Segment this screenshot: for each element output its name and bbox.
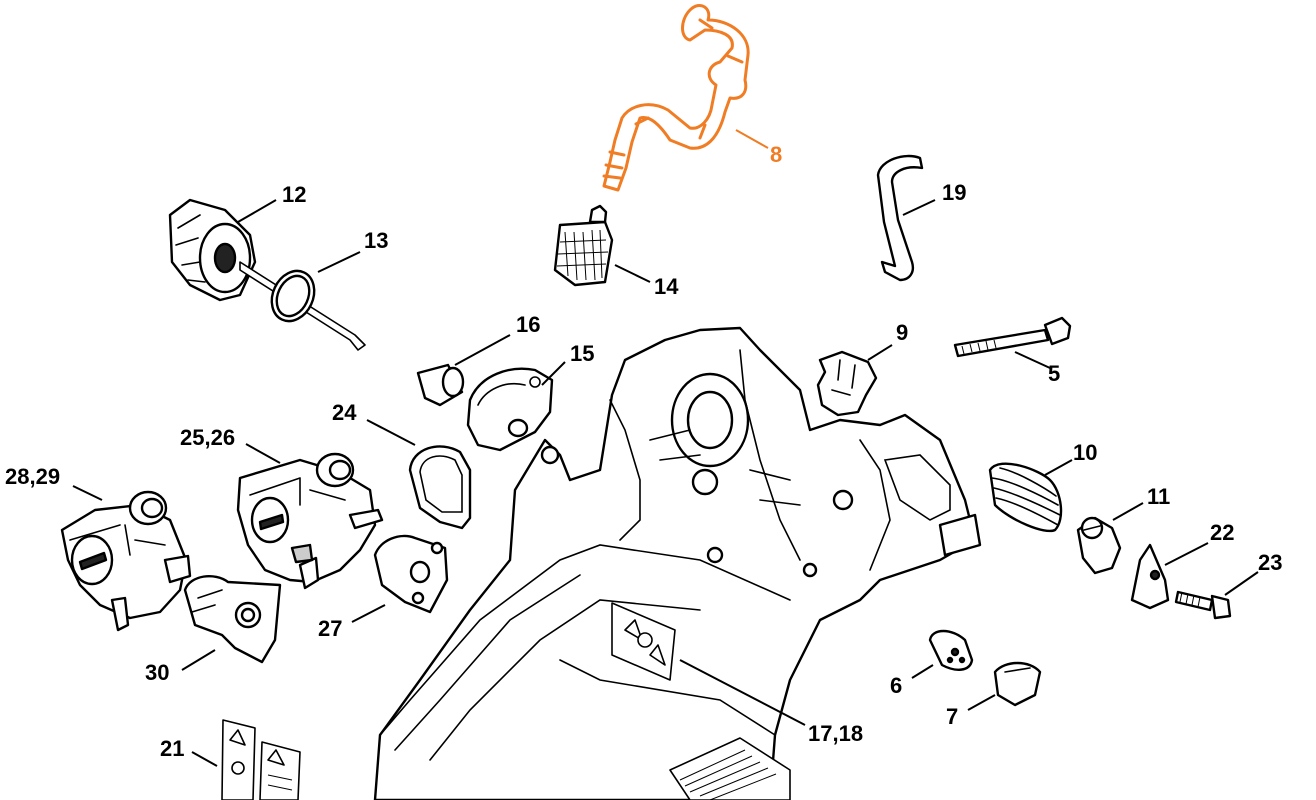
spacer-part[interactable] xyxy=(373,534,449,614)
cap-leader xyxy=(967,694,996,711)
fuel-hose-leader xyxy=(735,129,769,149)
callout-label[interactable]: 7 xyxy=(946,704,958,729)
cover-plate-part[interactable] xyxy=(466,367,554,452)
grommet-leader xyxy=(867,344,893,361)
spring-leader xyxy=(1044,459,1073,476)
carburetor-b-part[interactable] xyxy=(60,490,192,632)
callout-label[interactable]: 14 xyxy=(654,274,679,299)
spring-part[interactable] xyxy=(988,462,1063,533)
warning-label-part[interactable] xyxy=(221,719,301,800)
callout-label[interactable]: 25,26 xyxy=(180,425,235,450)
callout-label[interactable]: 15 xyxy=(570,341,594,366)
elbow-connector-part[interactable] xyxy=(183,574,282,664)
grommet-part[interactable] xyxy=(816,350,878,417)
impulse-hose-part[interactable] xyxy=(876,154,924,282)
callout-label[interactable]: 13 xyxy=(364,228,388,253)
callout-label[interactable]: 10 xyxy=(1073,440,1097,465)
cap-part[interactable] xyxy=(993,661,1042,707)
tank-housing-leader xyxy=(679,659,806,726)
carburetor-a-leader xyxy=(245,443,281,464)
callout-label[interactable]: 30 xyxy=(145,660,169,685)
fuel-filter-part[interactable] xyxy=(553,204,614,287)
carburetor-a-part[interactable] xyxy=(236,452,384,590)
screw-leader xyxy=(1224,571,1259,596)
callout-label[interactable]: 9 xyxy=(896,320,908,345)
impulse-hose-leader xyxy=(902,199,936,216)
o-ring-part[interactable] xyxy=(264,264,322,328)
oil-pump-part[interactable] xyxy=(168,198,366,351)
elbow-connector-leader xyxy=(181,649,216,671)
o-ring-leader xyxy=(317,251,361,273)
sleeve-part[interactable] xyxy=(416,363,465,407)
stop-buffer-part[interactable] xyxy=(1076,516,1122,575)
callout-label[interactable]: 8 xyxy=(770,142,782,167)
callout-label[interactable]: 23 xyxy=(1258,550,1282,575)
plate-leader xyxy=(1164,542,1209,566)
callout-label[interactable]: 17,18 xyxy=(808,721,863,746)
callout-label[interactable]: 6 xyxy=(890,673,902,698)
gasket-leader xyxy=(366,419,416,446)
callout-label[interactable]: 21 xyxy=(160,736,184,761)
plug-connector-part[interactable] xyxy=(928,629,974,671)
callout-label[interactable]: 12 xyxy=(282,182,306,207)
callout-label[interactable]: 27 xyxy=(318,616,342,641)
callout-label[interactable]: 11 xyxy=(1147,484,1170,509)
cover-plate-leader xyxy=(541,361,566,386)
callout-label[interactable]: 19 xyxy=(942,180,966,205)
sleeve-leader xyxy=(454,334,511,366)
stop-buffer-leader xyxy=(1112,502,1144,521)
plate-part[interactable] xyxy=(1130,543,1170,610)
callout-label[interactable]: 24 xyxy=(332,400,357,425)
gasket-part[interactable] xyxy=(408,445,472,530)
fuel-hose-part[interactable] xyxy=(602,4,750,192)
callout-label[interactable]: 28,29 xyxy=(5,464,60,489)
warning-label-leader xyxy=(191,751,218,767)
tank-housing-part[interactable] xyxy=(373,326,982,800)
screw-part[interactable] xyxy=(1174,590,1232,620)
callout-label[interactable]: 16 xyxy=(516,312,540,337)
bolt-leader xyxy=(1014,351,1051,369)
fuel-filter-leader xyxy=(614,264,651,283)
plug-connector-leader xyxy=(911,664,934,679)
carburetor-b-leader xyxy=(72,485,103,501)
bolt-part[interactable] xyxy=(953,316,1072,358)
callout-label[interactable]: 5 xyxy=(1048,361,1060,386)
spacer-leader xyxy=(351,604,386,623)
callout-label[interactable]: 22 xyxy=(1210,520,1234,545)
oil-pump-leader xyxy=(237,199,277,223)
